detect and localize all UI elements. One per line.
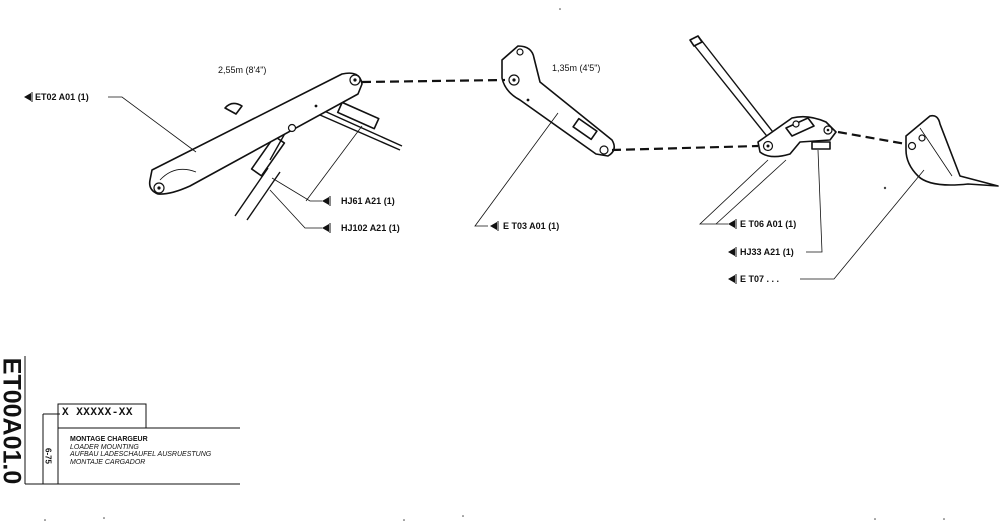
triangle-pointer-icon xyxy=(322,197,329,205)
bucket xyxy=(905,114,999,187)
callout-hj102-label: HJ102 A21 (1) xyxy=(341,223,400,233)
triangle-pointer-icon xyxy=(24,93,31,101)
title-french: MONTAGE CHARGEUR xyxy=(70,436,148,443)
arm-length-label: 2,55m (8'4") xyxy=(218,65,266,75)
callout-et07[interactable]: E T07 . . . xyxy=(728,274,779,284)
callout-hj102[interactable]: HJ102 A21 (1) xyxy=(322,223,400,233)
callout-et06[interactable]: E T06 A01 (1) xyxy=(728,219,796,229)
document-number: ET00A01.0 xyxy=(0,356,26,486)
callout-hj61-label: HJ61 A21 (1) xyxy=(341,196,395,206)
callout-et07-label: E T07 . . . xyxy=(740,274,779,284)
document-number-text: ET00A01.0 xyxy=(0,357,26,485)
leader-lines xyxy=(108,96,925,280)
title-spanish: MONTAJE CARGADOR xyxy=(70,458,146,466)
assembly-connection-lines xyxy=(361,78,907,152)
triangle-pointer-icon xyxy=(728,220,735,228)
callout-hj33-label: HJ33 A21 (1) xyxy=(740,247,794,257)
callout-et06-label: E T06 A01 (1) xyxy=(740,219,796,229)
title-english: LOADER MOUNTING xyxy=(70,443,139,451)
title-block: MONTAGE CHARGEUR LOADER MOUNTING AUFBAU … xyxy=(70,436,211,466)
bucket-linkage xyxy=(689,35,837,158)
callout-hj33[interactable]: HJ33 A21 (1) xyxy=(728,247,794,257)
triangle-pointer-icon xyxy=(490,222,497,230)
triangle-pointer-icon xyxy=(728,275,735,283)
callout-hj61[interactable]: HJ61 A21 (1) xyxy=(322,196,395,206)
issue-date-text: 6-75 xyxy=(43,447,53,465)
callout-et02[interactable]: ET02 A01 (1) xyxy=(24,92,89,102)
callout-et02-label: ET02 A01 (1) xyxy=(35,92,89,102)
triangle-pointer-icon xyxy=(322,224,329,232)
reference-code: X XXXXX-XX xyxy=(62,407,134,419)
title-block-frame xyxy=(24,356,240,485)
callout-et03-label: E T03 A01 (1) xyxy=(503,221,559,231)
dipper-length-label: 1,35m (4'5") xyxy=(552,63,600,73)
title-german: AUFBAU LADESCHAUFEL AUSRUESTUNG xyxy=(70,451,212,459)
callout-et03[interactable]: E T03 A01 (1) xyxy=(490,221,559,231)
triangle-pointer-icon xyxy=(728,248,735,256)
scan-specks xyxy=(44,8,945,521)
boom-arm xyxy=(148,72,363,195)
issue-date: 6-75 xyxy=(40,430,56,482)
